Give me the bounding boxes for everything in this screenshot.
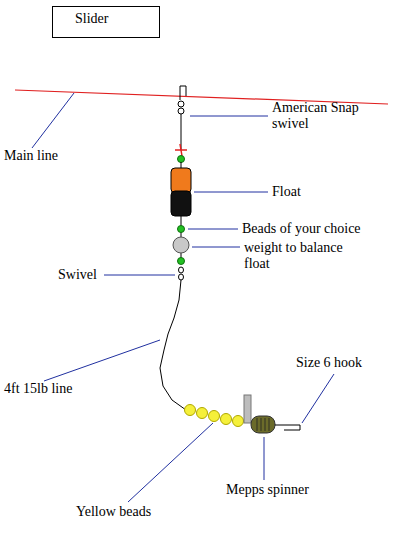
line-label: 4ft 15lb line bbox=[4, 381, 72, 397]
stop-knot bbox=[175, 144, 187, 156]
title-text: Slider bbox=[75, 11, 159, 27]
green-bead bbox=[178, 226, 185, 233]
line-segment bbox=[181, 162, 182, 168]
part-label: Swivel bbox=[58, 267, 97, 283]
float-bottom bbox=[171, 191, 191, 216]
green-bead bbox=[178, 258, 185, 265]
spinner-body bbox=[251, 416, 275, 433]
title-box: Slider bbox=[52, 6, 160, 38]
balance-weight bbox=[173, 237, 189, 253]
part-label: Mepps spinner bbox=[226, 482, 309, 498]
float-top bbox=[171, 168, 191, 193]
part-label: American Snap swivel bbox=[272, 100, 360, 132]
part-label: Size 6 hook bbox=[296, 355, 362, 371]
hook bbox=[275, 425, 300, 430]
part-label: weight to balance float bbox=[244, 240, 362, 272]
spinner-ribs bbox=[257, 418, 269, 431]
yellow-beads bbox=[185, 405, 244, 427]
snap-swivel bbox=[178, 86, 186, 150]
green-bead bbox=[178, 156, 185, 163]
part-label: Beads of your choice bbox=[242, 221, 361, 237]
swivel bbox=[179, 267, 184, 280]
leader-lines bbox=[32, 93, 334, 502]
part-label: Float bbox=[272, 184, 301, 200]
part-label: Yellow beads bbox=[76, 504, 151, 520]
line-label: Main line bbox=[4, 148, 58, 164]
spinner-blade bbox=[244, 395, 251, 423]
trace-line bbox=[160, 280, 186, 410]
